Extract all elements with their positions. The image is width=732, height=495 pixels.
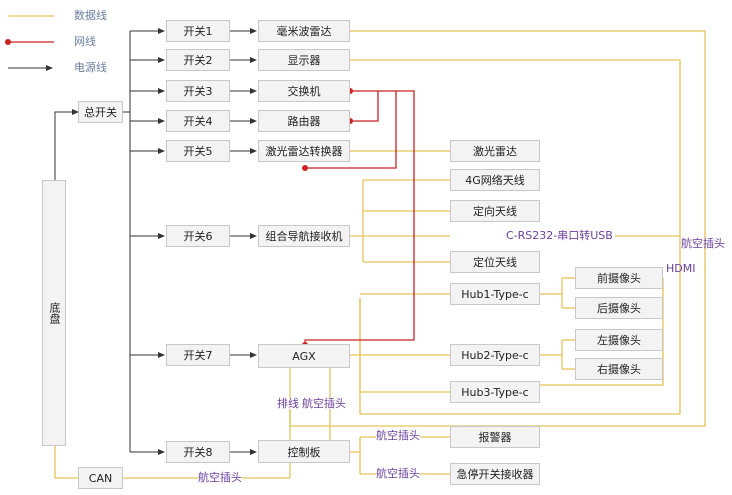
hub3-box: Hub3-Type-c	[450, 381, 540, 403]
network-lines	[8, 41, 415, 345]
legend-data-line: 数据线	[74, 9, 107, 22]
lidar-box: 激光雷达	[450, 140, 540, 162]
switch-4-box: 开关4	[166, 110, 230, 132]
switch-7-box: 开关7	[166, 344, 230, 366]
lidar-converter-box: 激光雷达转换器	[258, 140, 350, 162]
hub1-box: Hub1-Type-c	[450, 283, 540, 305]
antenna-position-box: 定位天线	[450, 251, 540, 273]
gnss-receiver-box: 组合导航接收机	[258, 225, 350, 247]
legend-power-line: 电源线	[74, 61, 107, 74]
switch-8-box: 开关8	[166, 441, 230, 463]
aviation-plug-can-label: 航空插头	[198, 471, 242, 484]
switch-6-box: 开关6	[166, 225, 230, 247]
camera-rear-box: 后摄像头	[575, 297, 663, 319]
mmwave-radar-box: 毫米波雷达	[258, 20, 350, 42]
aviation-plug-alarm-label: 航空插头	[376, 429, 420, 442]
ribbon-cable-label: 排线	[277, 397, 299, 410]
switch-3-box: 开关3	[166, 80, 230, 102]
main-switch-box: 总开关	[78, 101, 123, 123]
power-lines	[8, 28, 257, 455]
hub2-box: Hub2-Type-c	[450, 344, 540, 366]
switch-5-box: 开关5	[166, 140, 230, 162]
can-box: CAN	[78, 467, 123, 489]
rs232-usb-label: C-RS232-串口转USB	[504, 229, 615, 242]
display-box: 显示器	[258, 49, 350, 71]
estop-receiver-box: 急停开关接收器	[450, 463, 540, 485]
router-box: 路由器	[258, 110, 350, 132]
hdmi-label: HDMI	[666, 262, 696, 275]
antenna-4g-box: 4G网络天线	[450, 169, 540, 191]
switch-1-box: 开关1	[166, 20, 230, 42]
antenna-direction-box: 定向天线	[450, 200, 540, 222]
aviation-plug-estop-label: 航空插头	[376, 467, 420, 480]
aviation-plug-right-label: 航空插头	[681, 237, 725, 250]
aviation-plug-agx-label: 航空插头	[302, 397, 346, 410]
switch-2-box: 开关2	[166, 49, 230, 71]
agx-box: AGX	[258, 344, 350, 368]
data-lines	[8, 15, 706, 479]
camera-right-box: 右摄像头	[575, 358, 663, 380]
legend-network-line: 网线	[74, 35, 96, 48]
camera-left-box: 左摄像头	[575, 329, 663, 351]
alarm-box: 报警器	[450, 426, 540, 448]
control-board-box: 控制板	[258, 440, 350, 463]
chassis-box: 底盘	[42, 180, 66, 446]
camera-front-box: 前摄像头	[575, 267, 663, 289]
network-switch-box: 交换机	[258, 80, 350, 102]
